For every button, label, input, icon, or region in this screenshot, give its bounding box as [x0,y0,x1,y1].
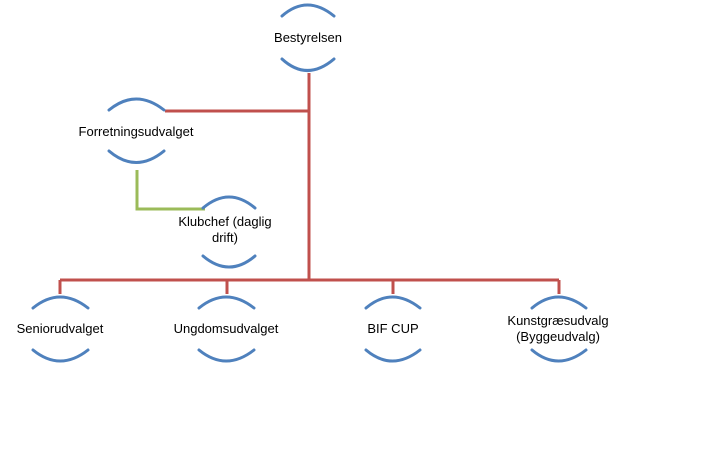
seniorudvalget-arc-bottom [31,348,90,363]
node-label-forretningsudvalget: Forretningsudvalget [78,124,194,139]
node-kunstgraesudvalg: Kunstgræsudvalg (Byggeudvalg) [493,313,623,345]
node-klubchef: Klubchef (daglig drift) [160,214,290,246]
node-label-kunstgraesudvalg-line2: (Byggeudvalg) [516,329,600,344]
kunstgraesudvalg-arc-bottom [530,348,588,363]
node-label-ungdomsudvalget: Ungdomsudvalget [173,321,279,336]
node-label-bestyrelsen: Bestyrelsen [274,30,342,45]
node-label-klubchef-line1: Klubchef (daglig [178,214,272,229]
connector-klubchef [135,170,205,211]
klubchef-arc-bottom [201,254,257,269]
bif-cup-arc-bottom [364,348,422,363]
node-label-bif-cup: BIF CUP [367,321,419,336]
node-label-seniorudvalget: Seniorudvalget [16,321,104,336]
node-bif-cup: BIF CUP [343,321,443,337]
node-forretningsudvalget: Forretningsudvalget [66,124,206,140]
node-seniorudvalget: Seniorudvalget [5,321,115,337]
node-label-klubchef-line2: drift) [212,230,238,245]
kunstgraesudvalg-arc-top [530,295,588,310]
node-bestyrelsen: Bestyrelsen [248,30,368,46]
klubchef-arc-top [201,195,257,210]
node-ungdomsudvalget: Ungdomsudvalget [163,321,289,337]
forretningsudvalget-arc-top [107,97,166,112]
bestyrelsen-arc-top [280,3,336,18]
ungdomsudvalget-arc-top [197,295,256,310]
bestyrelsen-arc-bottom [280,57,336,72]
ungdomsudvalget-arc-bottom [197,348,256,363]
seniorudvalget-arc-top [31,295,90,310]
bif-cup-arc-top [364,295,422,310]
node-arcs [31,3,588,363]
forretningsudvalget-arc-bottom [107,149,166,164]
node-label-kunstgraesudvalg-line1: Kunstgræsudvalg [507,313,609,328]
